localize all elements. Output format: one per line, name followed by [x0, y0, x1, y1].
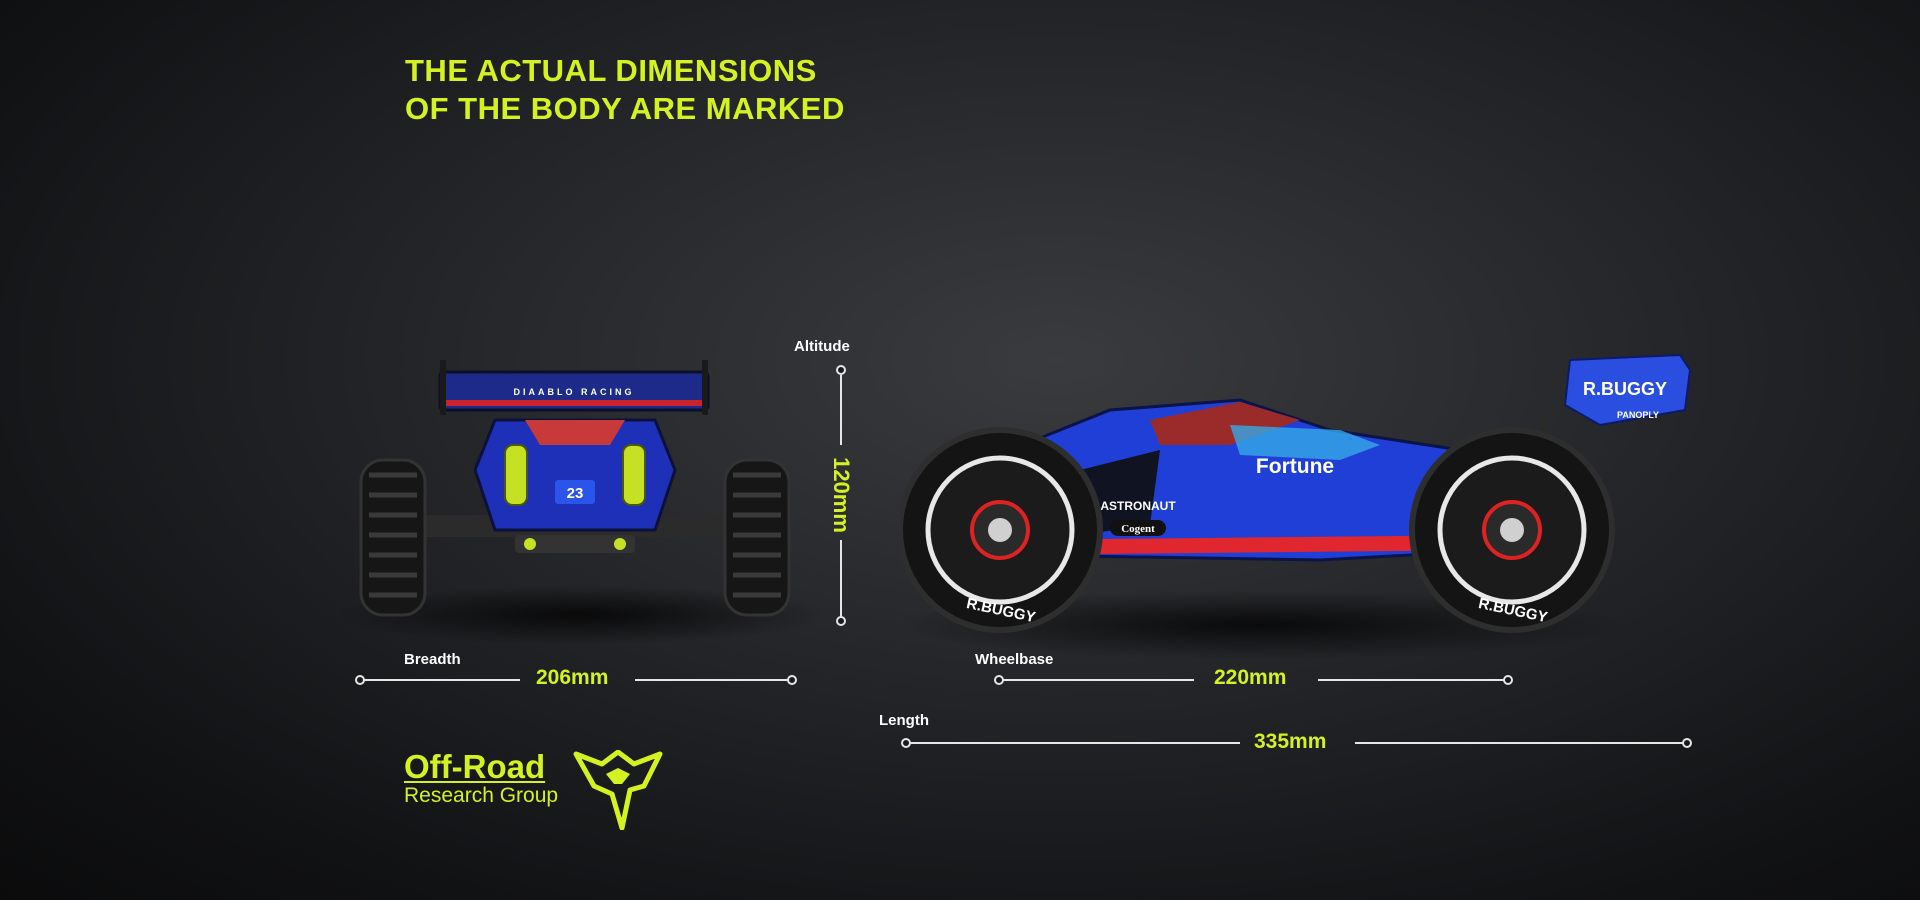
length-left-marker	[901, 738, 911, 748]
side-view-car: R.BUGGY PANOPLY Fortune ASTRONAUT Cogent…	[900, 353, 1692, 633]
length-right-marker	[1682, 738, 1692, 748]
side-car-sponsor-secondary: ASTRONAUT	[1100, 499, 1176, 513]
breadth-right-marker	[787, 675, 797, 685]
front-car-number: 23	[567, 485, 584, 502]
brand-logo: Off-Road Research Group	[404, 750, 674, 830]
logo-line-2: Research Group	[404, 784, 559, 807]
side-car-wing-sub: PANOPLY	[1617, 410, 1659, 420]
side-car-wing	[1563, 353, 1692, 427]
wheelbase-left-marker	[994, 675, 1004, 685]
front-left-tire	[359, 458, 427, 617]
headline-line-2: OF THE BODY ARE MARKED	[405, 91, 845, 126]
logo-emblem-icon	[573, 750, 663, 830]
altitude-line-bottom	[840, 540, 842, 620]
breadth-label: Breadth	[404, 651, 461, 668]
wheelbase-line-right	[1318, 679, 1508, 681]
wheelbase-label: Wheelbase	[975, 651, 1054, 668]
breadth-left-marker	[355, 675, 365, 685]
breadth-value: 206mm	[536, 666, 609, 689]
side-car-sponsor-tertiary: Cogent	[1121, 523, 1155, 535]
length-value: 335mm	[1254, 730, 1327, 753]
wheelbase-line-left	[1000, 679, 1194, 681]
altitude-line-top	[840, 375, 842, 445]
length-line-left	[910, 742, 1240, 744]
wheelbase-right-marker	[1503, 675, 1513, 685]
side-car-wing-brand: R.BUGGY	[1583, 379, 1667, 399]
side-front-wheel: R.BUGGY	[900, 427, 1103, 633]
breadth-line-left	[360, 679, 520, 681]
altitude-label: Altitude	[794, 338, 850, 355]
altitude-bottom-marker	[836, 616, 846, 626]
breadth-line-right	[635, 679, 793, 681]
wheelbase-value: 220mm	[1214, 666, 1287, 689]
altitude-value: 120mm	[829, 457, 854, 533]
front-car-wing-text: DIAABLO RACING	[514, 387, 635, 397]
length-label: Length	[879, 712, 929, 729]
front-right-tire	[723, 458, 791, 617]
length-line-right	[1355, 742, 1685, 744]
altitude-top-marker	[836, 365, 846, 375]
headline-line-1: THE ACTUAL DIMENSIONS	[405, 53, 817, 88]
side-car-sponsor-main: Fortune	[1256, 455, 1334, 478]
logo-line-1: Off-Road	[404, 748, 546, 785]
headline: THE ACTUAL DIMENSIONS OF THE BODY ARE MA…	[405, 52, 845, 128]
side-rear-wheel: R.BUGGY	[1409, 427, 1615, 633]
front-view-car: DIAABLO RACING 23	[359, 360, 791, 617]
